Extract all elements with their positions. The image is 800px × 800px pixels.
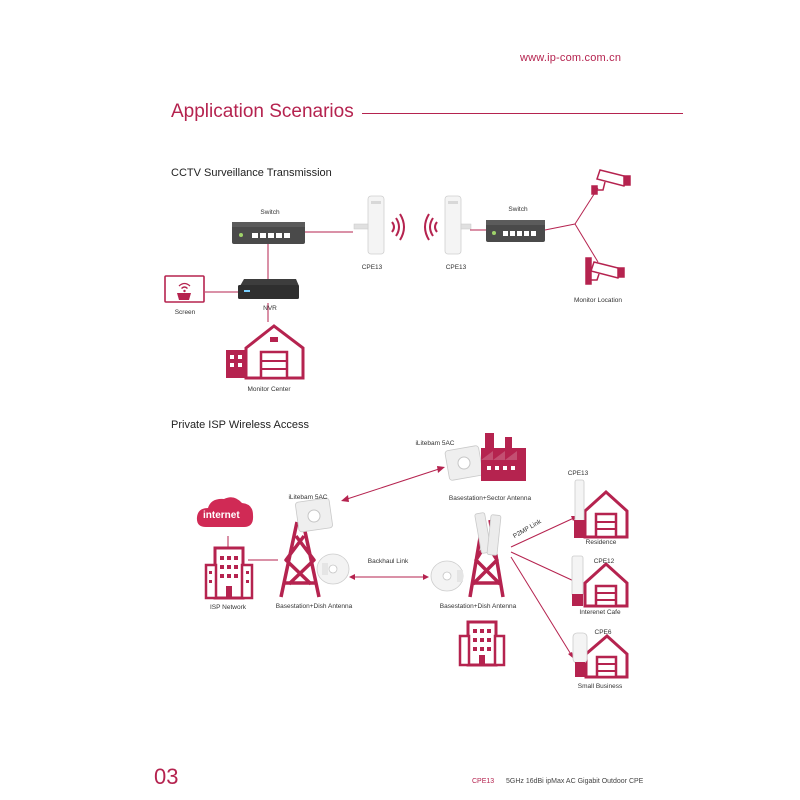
cpe-right-label: CPE13	[445, 264, 467, 271]
ilitebam-left-label: iLitebam 5AC	[288, 494, 328, 501]
ilitebam-top-label: iLitebam 5AC	[415, 440, 455, 447]
small-business-house-icon	[584, 634, 629, 679]
internet-cafe-label: Interenet Cafe	[579, 609, 621, 616]
page-number: 03	[154, 764, 179, 789]
cctv-section-title: CCTV Surveillance Transmission	[171, 167, 332, 179]
title-divider	[362, 113, 683, 114]
backhaul-link-label: Backhaul Link	[367, 558, 409, 565]
small-business-label: Small Business	[577, 683, 623, 690]
ilitebam-top-icon	[444, 445, 484, 481]
basestation-dish-right-label: Basestation+Dish Antenna	[439, 603, 517, 610]
switch-right-icon	[486, 220, 545, 242]
monitor-location-label: Monitor Location	[573, 297, 623, 304]
sector-antenna-icon	[474, 512, 502, 556]
footer-model: CPE13	[472, 778, 495, 785]
screen-icon	[164, 275, 205, 303]
basestation-sector-label: Basestation+Sector Antenna	[448, 495, 532, 502]
cpe-left-label: CPE13	[361, 264, 383, 271]
nvr-label: NVR	[263, 305, 277, 312]
wireless-signal-right-icon	[391, 213, 405, 241]
switch-left-label: Switch	[260, 209, 280, 216]
cpe12-cafe-icon	[571, 555, 584, 606]
camera-top-icon	[591, 169, 631, 195]
internet-cafe-house-icon	[583, 561, 629, 608]
dish-right-icon	[430, 560, 464, 592]
nvr-icon	[238, 279, 299, 299]
cpe12-label: CPE12	[593, 558, 615, 565]
dish-left-icon	[316, 553, 350, 585]
tower-left-icon	[279, 521, 321, 598]
monitor-center-label: Monitor Center	[247, 386, 291, 393]
residence-house-icon	[583, 489, 629, 539]
cpe13-residence-icon	[574, 479, 585, 538]
switch-right-label: Switch	[508, 206, 528, 213]
building-small-icon	[458, 620, 506, 667]
cpe13-label: CPE13	[567, 470, 589, 477]
screen-label: Screen	[174, 309, 196, 316]
page-title: Application Scenarios	[171, 101, 354, 122]
isp-network-label: ISP Network	[209, 604, 247, 611]
cpe-right-icon	[444, 195, 472, 255]
isp-network-building-icon	[204, 546, 254, 600]
basestation-dish-left-label: Basestation+Dish Antenna	[275, 603, 353, 610]
internet-label: internet	[203, 510, 240, 521]
ilitebam-left-icon	[295, 497, 333, 533]
camera-bottom-icon	[585, 257, 625, 285]
isp-section-title: Private ISP Wireless Access	[171, 419, 309, 431]
cpe6-business-icon	[572, 632, 588, 677]
tower-right-icon	[468, 519, 505, 598]
switch-left-icon	[232, 222, 305, 244]
wireless-signal-left-icon	[424, 213, 438, 241]
factory-icon	[481, 433, 526, 481]
isp-connection-lines	[227, 467, 577, 657]
residence-label: Residence	[585, 539, 617, 546]
footer-description: 5GHz 16dBi ipMax AC Gigabit Outdoor CPE	[506, 778, 644, 785]
cpe-left-icon	[353, 195, 385, 255]
cpe6-label: CPE6	[594, 629, 612, 636]
monitor-center-icon	[226, 324, 305, 380]
website-url[interactable]: www.ip-com.com.cn	[520, 52, 622, 64]
internet-cloud-icon	[196, 497, 254, 527]
